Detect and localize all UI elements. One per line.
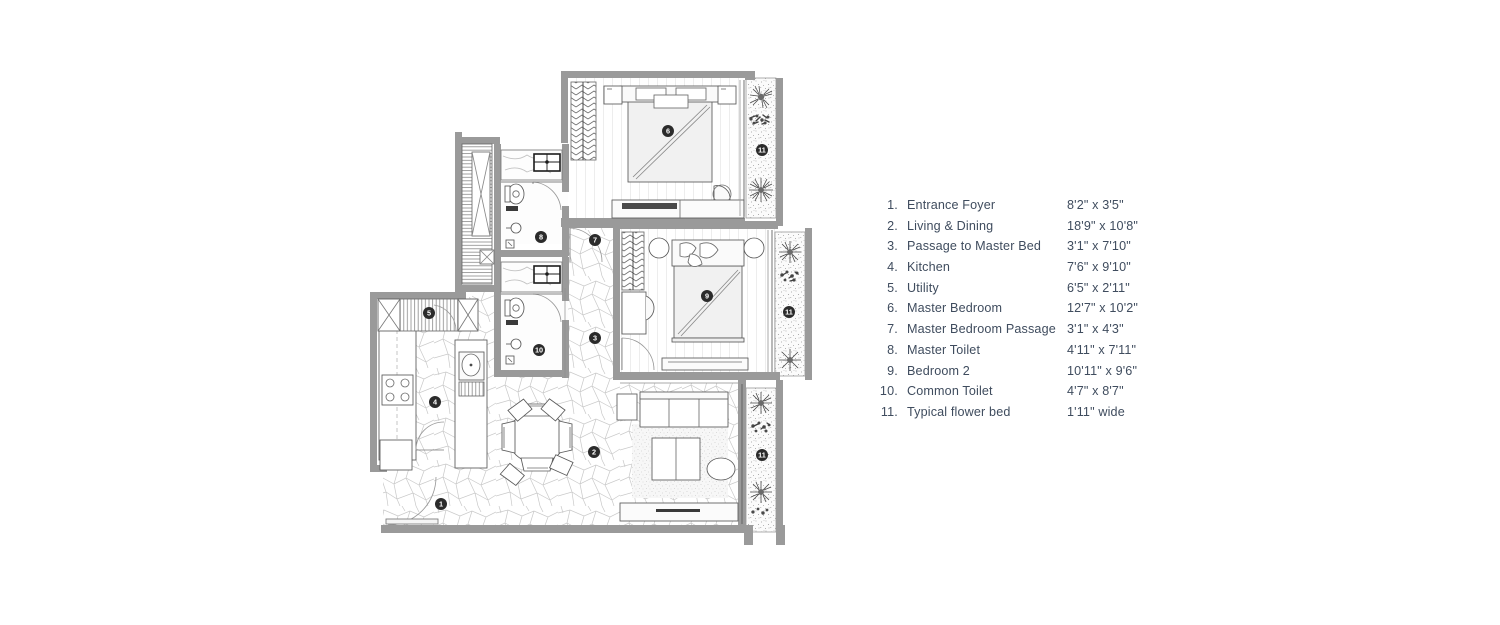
marker-disc xyxy=(756,449,768,461)
legend-number: 8. xyxy=(887,342,898,357)
legend-room-name: Bedroom 2 xyxy=(907,363,970,378)
legend-dimension: 4'7" x 8'7" xyxy=(1067,384,1124,399)
room-marker-flower-bed-living: 11 xyxy=(756,449,768,461)
room-marker-master-bedroom-passage: 7 xyxy=(589,234,601,246)
legend-dimension: 10'11" x 9'6" xyxy=(1067,363,1138,378)
marker-label: 1 xyxy=(439,500,443,509)
legend-room-name: Master Toilet xyxy=(907,342,981,357)
room-marker-living-dining: 2 xyxy=(588,446,600,458)
service-shaft xyxy=(461,143,495,285)
marker-disc xyxy=(701,290,713,302)
legend-number: 10. xyxy=(879,384,898,399)
marker-label: 3 xyxy=(593,334,597,343)
dining-set xyxy=(499,398,574,486)
living-room-furniture xyxy=(616,384,743,524)
legend-dimension: 12'7" x 10'2" xyxy=(1067,301,1139,316)
legend-number: 7. xyxy=(887,322,898,337)
room-marker-kitchen: 4 xyxy=(429,396,441,408)
master-toilet-fixtures xyxy=(500,149,563,249)
room-marker-master-bedroom: 6 xyxy=(662,125,674,137)
fitout-linework xyxy=(377,80,773,526)
room-marker-utility: 5 xyxy=(423,307,435,319)
marker-disc xyxy=(588,446,600,458)
legend-row: 1. Entrance Foyer 8'2" x 3'5" xyxy=(872,198,1172,219)
legend-row: 2. Living & Dining 18'9" x 10'8" xyxy=(872,219,1172,240)
marker-disc xyxy=(589,332,601,344)
legend-dimension: 3'1" x 4'3" xyxy=(1067,322,1124,337)
room-marker-entrance-foyer: 1 xyxy=(435,498,447,510)
marker-label: 5 xyxy=(427,309,431,318)
room-marker-flower-bed-bedroom2: 11 xyxy=(783,306,795,318)
legend-number: 6. xyxy=(887,301,898,316)
legend-row: 9. Bedroom 2 10'11" x 9'6" xyxy=(872,364,1172,385)
utility-area xyxy=(377,298,479,332)
master-bedroom-furniture xyxy=(570,80,745,219)
marker-disc xyxy=(783,306,795,318)
marker-label: 2 xyxy=(592,448,596,457)
legend-row: 3. Passage to Master Bed 3'1" x 7'10" xyxy=(872,239,1172,260)
marker-label: 11 xyxy=(758,451,766,460)
legend-row: 11. Typical flower bed 1'11" wide xyxy=(872,405,1172,426)
room-marker-bedroom-2: 9 xyxy=(701,290,713,302)
marker-disc xyxy=(535,231,547,243)
legend-dimension: 7'6" x 9'10" xyxy=(1067,260,1131,275)
legend-room-name: Common Toilet xyxy=(907,384,993,399)
room-legend: 1. Entrance Foyer 8'2" x 3'5" 2. Living … xyxy=(872,198,1172,426)
marker-disc xyxy=(435,498,447,510)
room-marker-passage-to-master-bed: 3 xyxy=(589,332,601,344)
room-markers: 1 2 3 4 5 6 7 8 9 10 11 11 11 xyxy=(423,125,795,510)
marker-label: 6 xyxy=(666,127,670,136)
room-marker-master-toilet: 8 xyxy=(535,231,547,243)
legend-number: 2. xyxy=(887,218,898,233)
legend-dimension: 1'11" wide xyxy=(1067,404,1125,419)
marker-disc xyxy=(429,396,441,408)
legend-room-name: Master Bedroom Passage xyxy=(907,322,1056,337)
kitchen-furniture xyxy=(378,329,488,471)
marker-label: 11 xyxy=(785,308,793,317)
marker-label: 9 xyxy=(705,292,709,301)
legend-room-name: Kitchen xyxy=(907,260,951,275)
legend-row: 6. Master Bedroom 12'7" x 10'2" xyxy=(872,301,1172,322)
legend-number: 5. xyxy=(887,280,898,295)
legend-dimension: 3'1" x 7'10" xyxy=(1067,239,1131,254)
legend-number: 3. xyxy=(887,239,898,254)
legend-dimension: 4'11" x 7'11" xyxy=(1067,342,1137,357)
bedroom-2-furniture xyxy=(621,230,773,372)
room-marker-flower-bed-master: 11 xyxy=(756,144,768,156)
legend-number: 1. xyxy=(887,198,898,212)
legend-dimension: 6'5" x 2'11" xyxy=(1067,280,1130,295)
legend-room-name: Passage to Master Bed xyxy=(907,239,1042,254)
legend-row: 4. Kitchen 7'6" x 9'10" xyxy=(872,260,1172,281)
legend-room-name: Utility xyxy=(907,280,939,295)
legend-room-name: Typical flower bed xyxy=(907,404,1011,419)
entrance-door xyxy=(385,476,439,526)
legend-dimension: 18'9" x 10'8" xyxy=(1067,218,1139,233)
legend-number: 9. xyxy=(887,363,898,378)
marker-label: 4 xyxy=(433,398,438,407)
legend-row: 7. Master Bedroom Passage 3'1" x 4'3" xyxy=(872,322,1172,343)
marker-label: 11 xyxy=(758,146,766,155)
marker-label: 8 xyxy=(539,233,543,242)
legend-row: 10. Common Toilet 4'7" x 8'7" xyxy=(872,384,1172,405)
marker-disc xyxy=(589,234,601,246)
legend-number: 4. xyxy=(887,260,898,275)
marker-disc xyxy=(533,344,545,356)
legend-dimension: 8'2" x 3'5" xyxy=(1067,198,1124,212)
marker-label: 10 xyxy=(535,346,543,355)
common-toilet-fixtures xyxy=(500,261,563,365)
legend-row: 8. Master Toilet 4'11" x 7'11" xyxy=(872,343,1172,364)
marker-disc xyxy=(662,125,674,137)
marker-disc xyxy=(423,307,435,319)
legend-room-name: Living & Dining xyxy=(907,218,994,233)
legend-room-name: Entrance Foyer xyxy=(907,198,996,212)
legend-room-name: Master Bedroom xyxy=(907,301,1003,316)
marker-label: 7 xyxy=(593,236,597,245)
legend-row: 5. Utility 6'5" x 2'11" xyxy=(872,281,1172,302)
legend-number: 11. xyxy=(880,404,898,419)
room-marker-common-toilet: 10 xyxy=(533,344,545,356)
marker-disc xyxy=(756,144,768,156)
